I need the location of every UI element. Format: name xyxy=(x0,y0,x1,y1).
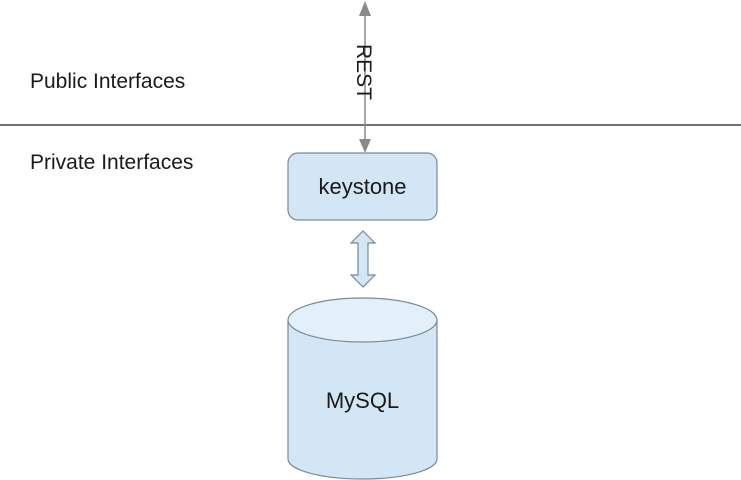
keystone-box xyxy=(287,152,438,221)
mysql-label: MySQL xyxy=(326,388,399,413)
keystone-label: keystone xyxy=(318,174,406,199)
keystone-node: keystone xyxy=(287,152,438,221)
rest-label: REST xyxy=(352,44,375,100)
mysql-cylinder-top xyxy=(287,297,438,343)
private-interfaces-label: Private Interfaces xyxy=(30,151,193,174)
rest-arrow xyxy=(359,1,371,153)
mysql-node: MySQL xyxy=(287,297,438,480)
rest-arrow-head-up xyxy=(359,1,371,16)
keystone-mysql-double-arrow xyxy=(349,230,377,288)
rest-arrow-head-down xyxy=(359,139,371,153)
mysql-cylinder-body xyxy=(287,320,438,480)
public-interfaces-label: Public Interfaces xyxy=(30,70,185,93)
